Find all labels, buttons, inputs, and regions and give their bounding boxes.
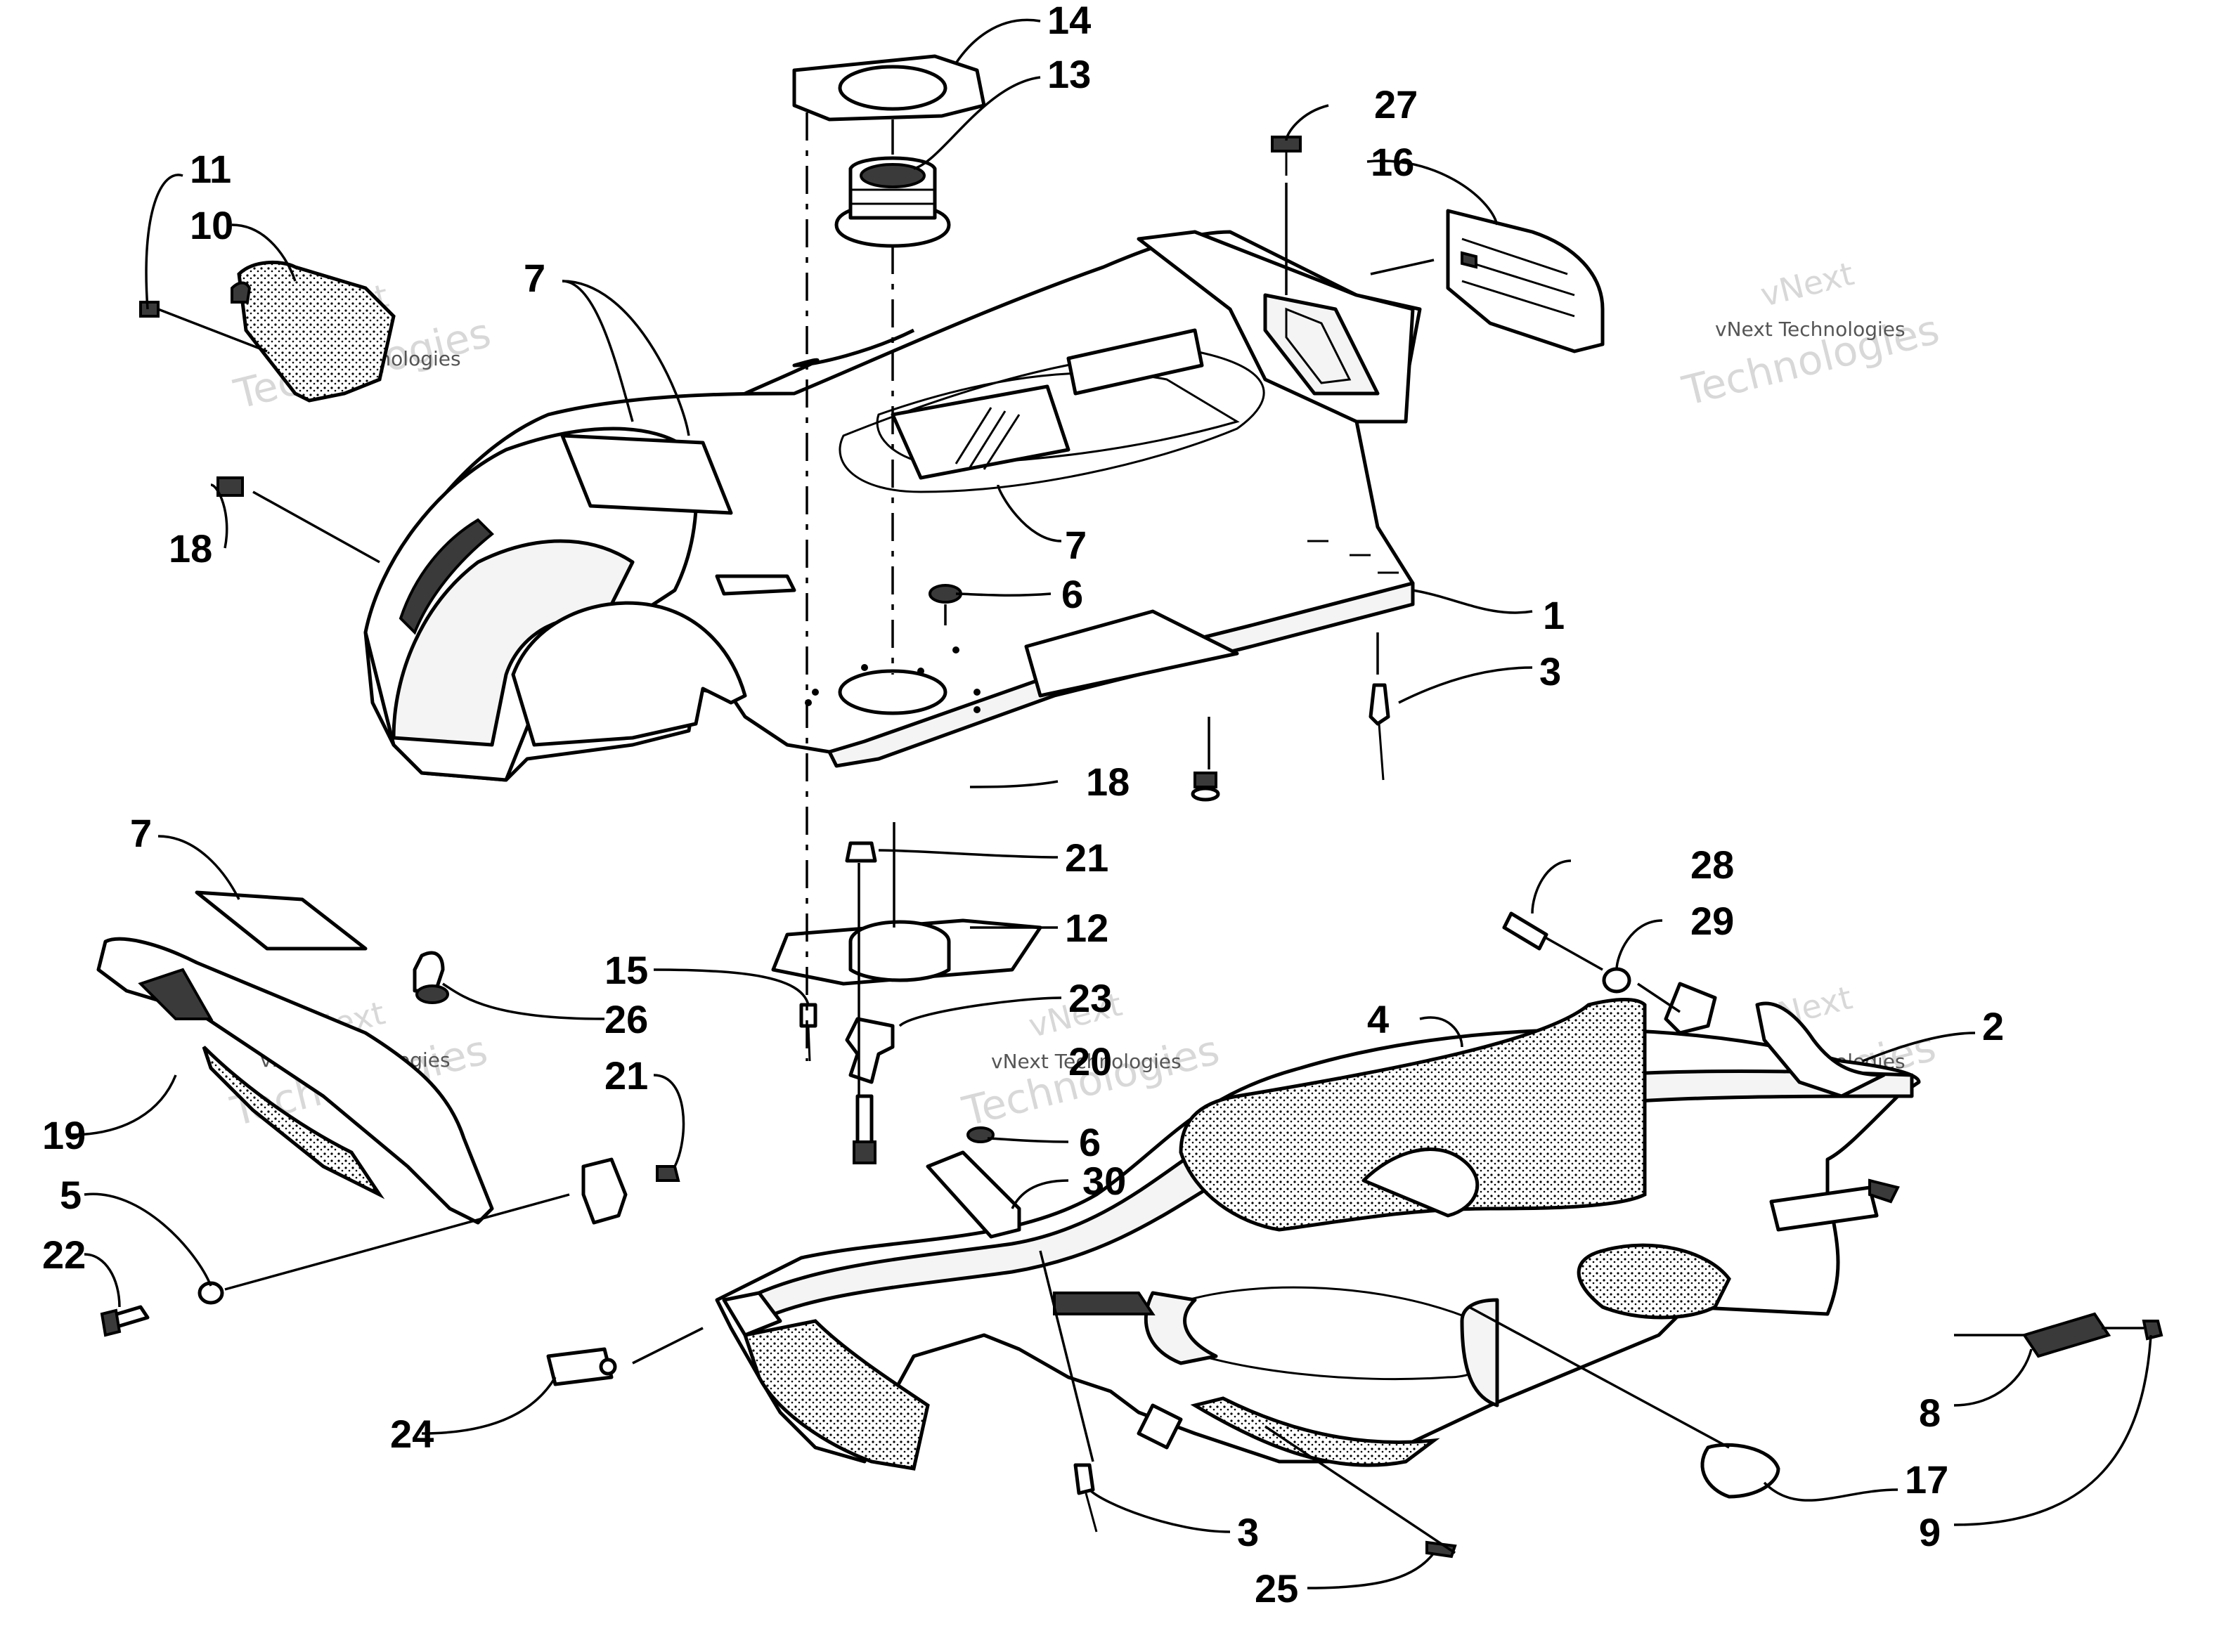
leader-lines xyxy=(157,112,2144,1554)
callout-23: 23 xyxy=(1068,976,1112,1020)
clip-24-screw xyxy=(599,1358,617,1376)
callout-24: 24 xyxy=(390,1412,434,1456)
rivet-15 xyxy=(799,1003,817,1028)
reflector-8 xyxy=(2021,1312,2111,1358)
decal-7-left xyxy=(195,890,368,951)
callout-30: 30 xyxy=(1082,1159,1126,1203)
callout-2: 2 xyxy=(1982,1004,2004,1048)
callout-22: 22 xyxy=(42,1233,86,1277)
bracket-30 xyxy=(926,1150,1021,1239)
callout-15: 15 xyxy=(604,948,648,992)
callout-8: 8 xyxy=(1919,1391,1941,1435)
rivet-3-lower xyxy=(1073,1463,1095,1495)
mount-plate-collar xyxy=(848,942,951,982)
grommet-6-lower xyxy=(966,1126,995,1143)
fastener-18-lower-head xyxy=(1191,786,1220,802)
vent-grille-16 xyxy=(1446,209,1605,353)
clip-23 xyxy=(845,1017,895,1084)
callout-18-lower: 18 xyxy=(1086,760,1130,804)
callout-7-upper: 7 xyxy=(524,256,545,300)
bolt-20 xyxy=(855,1094,874,1147)
callout-labels: 1 2 3 3 4 5 6 6 7 7 7 8 9 10 11 12 13 14… xyxy=(42,0,2004,1611)
callout-14: 14 xyxy=(1047,0,1091,42)
backing-plate xyxy=(581,1157,628,1225)
callout-16: 16 xyxy=(1371,140,1414,184)
callout-19: 19 xyxy=(42,1113,86,1157)
callout-21-upper: 21 xyxy=(1065,835,1108,880)
callout-7-middle: 7 xyxy=(1065,523,1087,567)
watermark-small-5: vNext Technologies xyxy=(991,1050,1182,1073)
plug-17 xyxy=(1700,1443,1780,1499)
lower-body-shell xyxy=(715,998,1921,1471)
screw-9 xyxy=(2142,1320,2163,1341)
svg-text:vNext: vNext xyxy=(1757,254,1857,314)
callout-leaders xyxy=(70,18,2152,1589)
watermark-small-3: vNext Technologies xyxy=(1715,318,1906,341)
gusset xyxy=(1664,982,1717,1035)
callout-12: 12 xyxy=(1065,906,1108,950)
callout-11: 11 xyxy=(190,147,231,191)
screw-11 xyxy=(139,301,160,318)
callout-18-upper: 18 xyxy=(169,526,212,571)
callout-13: 13 xyxy=(1047,52,1091,96)
clip-24 xyxy=(546,1347,614,1386)
fastener-18-upper xyxy=(216,476,244,497)
callout-4: 4 xyxy=(1367,997,1389,1041)
gasket-plate-hole xyxy=(838,65,947,111)
bolt-28 xyxy=(1502,911,1548,951)
callout-3-upper: 3 xyxy=(1539,649,1561,694)
callout-17: 17 xyxy=(1905,1457,1948,1502)
callout-29: 29 xyxy=(1690,899,1734,943)
callout-1: 1 xyxy=(1543,593,1565,637)
fastener-18-lower xyxy=(1193,772,1217,788)
boot-13 xyxy=(834,156,951,248)
callout-25: 25 xyxy=(1255,1566,1298,1611)
callout-28: 28 xyxy=(1690,843,1734,887)
light-10 xyxy=(231,260,396,403)
upper-belly-pan xyxy=(363,230,1422,782)
screw-27 xyxy=(1271,136,1302,152)
rivet-3-upper xyxy=(1369,683,1390,726)
callout-7-lower: 7 xyxy=(130,811,152,855)
callout-10: 10 xyxy=(190,203,233,247)
callout-6-upper: 6 xyxy=(1061,572,1083,616)
washer-5 xyxy=(198,1281,224,1305)
callout-9: 9 xyxy=(1919,1510,1941,1554)
strap-26 xyxy=(413,951,449,1004)
callout-20: 20 xyxy=(1068,1039,1112,1084)
nut-21-lower xyxy=(656,1165,680,1182)
callout-26: 26 xyxy=(604,997,648,1041)
callout-3-lower: 3 xyxy=(1237,1510,1259,1554)
callout-5: 5 xyxy=(60,1173,82,1217)
nut-21-upper xyxy=(845,841,877,863)
callout-21-lower: 21 xyxy=(604,1053,648,1098)
washer-29 xyxy=(1602,967,1631,994)
callout-6-lower: 6 xyxy=(1079,1120,1101,1164)
callout-27: 27 xyxy=(1374,82,1418,126)
